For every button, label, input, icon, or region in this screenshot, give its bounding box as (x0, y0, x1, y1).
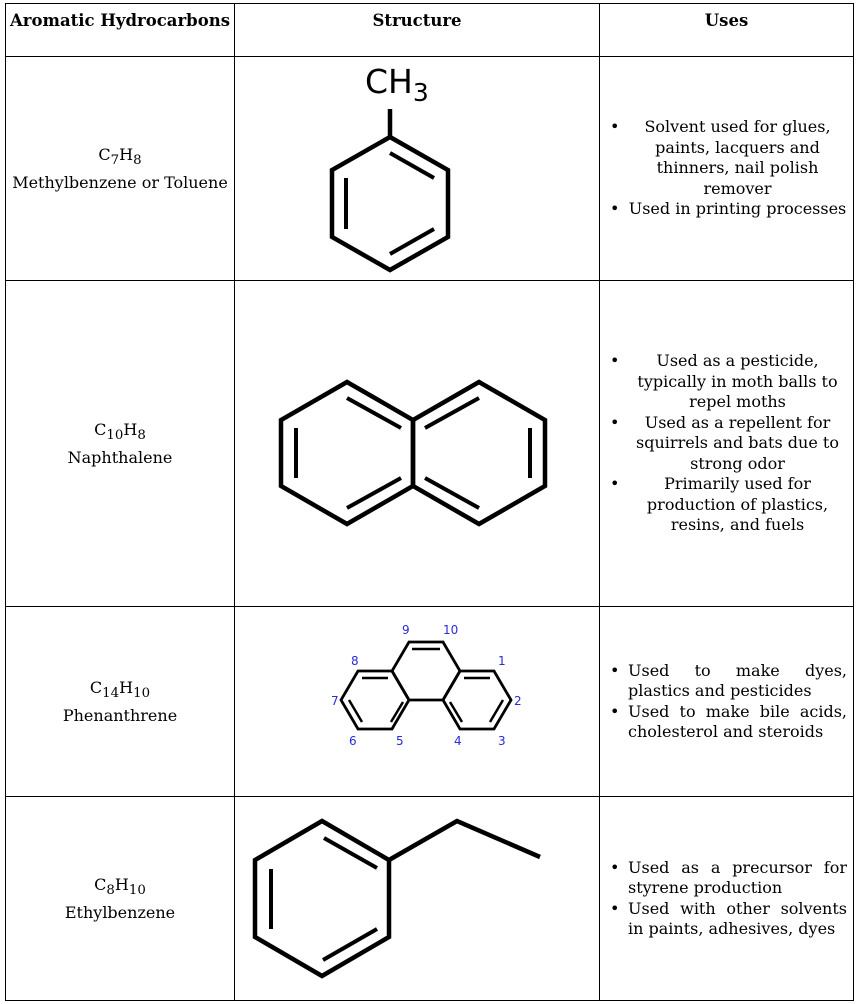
table-row: C7H8 Methylbenzene or Toluene CH3 Solven… (5, 56, 854, 281)
structure-naphthalene (234, 280, 600, 607)
uses-list-ethylbenzene: Used as a precursor for styrene producti… (600, 858, 853, 940)
name-toluene: Methylbenzene or Toluene (12, 172, 228, 192)
list-item: Used as a repellent for squirrels and ba… (610, 413, 847, 475)
list-item: Used to make bile acids, cholesterol and… (610, 702, 847, 743)
atom-number-6: 6 (349, 734, 357, 748)
ethylbenzene-structure-diagram (252, 817, 541, 979)
atom-number-10: 10 (443, 623, 458, 637)
ch3-label: CH3 (365, 62, 429, 107)
uses-list-phenanthrene: Used to make dyes, plastics and pesticid… (600, 661, 853, 743)
uses-phenanthrene: Used to make dyes, plastics and pesticid… (599, 606, 854, 797)
atom-number-9: 9 (402, 623, 410, 637)
atom-number-3: 3 (498, 734, 506, 748)
atom-number-5: 5 (396, 734, 404, 748)
name-naphthalene: Naphthalene (67, 447, 173, 467)
list-item: Used as a precursor for styrene producti… (610, 858, 847, 899)
atom-number-4: 4 (454, 734, 462, 748)
formula-ethylbenzene: C8H10 (94, 875, 146, 899)
header-aromatic-hydrocarbons: Aromatic Hydrocarbons (5, 3, 235, 57)
uses-ethylbenzene: Used as a precursor for styrene producti… (599, 796, 854, 1001)
phenanthrene-structure-diagram: 9 10 8 1 7 2 6 5 4 3 (331, 623, 522, 748)
atom-number-1: 1 (498, 654, 506, 668)
list-item: Used with other solvents in paints, adhe… (610, 899, 847, 940)
atom-number-8: 8 (351, 654, 359, 668)
structure-ethylbenzene (234, 796, 600, 1001)
table-row: C8H10 Ethylbenzene Used as a precursor f… (5, 796, 854, 1001)
formula-toluene: C7H8 (98, 145, 142, 169)
uses-naphthalene: Used as a pesticide, typically in moth b… (599, 280, 854, 607)
header-structure: Structure (234, 3, 600, 57)
list-item: Used as a pesticide, typically in moth b… (610, 351, 847, 413)
compound-cell-toluene: C7H8 Methylbenzene or Toluene (5, 56, 235, 281)
uses-toluene: Solvent used for glues, paints, lacquers… (599, 56, 854, 281)
list-item: Used to make dyes, plastics and pesticid… (610, 661, 847, 702)
atom-number-2: 2 (514, 694, 522, 708)
table-row: C10H8 Naphthalene Use (5, 280, 854, 607)
naphthalene-structure-diagram (278, 378, 548, 527)
structure-toluene: CH3 (234, 56, 600, 281)
uses-list-naphthalene: Used as a pesticide, typically in moth b… (600, 351, 853, 536)
compound-cell-phenanthrene: C14H10 Phenanthrene (5, 606, 235, 797)
list-item: Solvent used for glues, paints, lacquers… (610, 117, 847, 199)
header-uses: Uses (599, 3, 854, 57)
header-row: Aromatic Hydrocarbons Structure Uses (5, 3, 854, 57)
table-row: C14H10 Phenanthrene (5, 606, 854, 797)
structure-phenanthrene: 9 10 8 1 7 2 6 5 4 3 (234, 606, 600, 797)
list-item: Used in printing processes (610, 199, 847, 220)
formula-phenanthrene: C14H10 (89, 678, 151, 702)
compound-cell-naphthalene: C10H8 Naphthalene (5, 280, 235, 607)
list-item: Primarily used for production of plastic… (610, 474, 847, 536)
name-ethylbenzene: Ethylbenzene (64, 902, 176, 922)
formula-naphthalene: C10H8 (94, 420, 146, 444)
toluene-structure-diagram: CH3 (329, 62, 451, 273)
name-phenanthrene: Phenanthrene (62, 705, 178, 725)
compound-cell-ethylbenzene: C8H10 Ethylbenzene (5, 796, 235, 1001)
atom-number-7: 7 (331, 694, 339, 708)
hydrocarbons-table: Aromatic Hydrocarbons Structure Uses C7H… (5, 3, 854, 1001)
uses-list-toluene: Solvent used for glues, paints, lacquers… (600, 117, 853, 220)
